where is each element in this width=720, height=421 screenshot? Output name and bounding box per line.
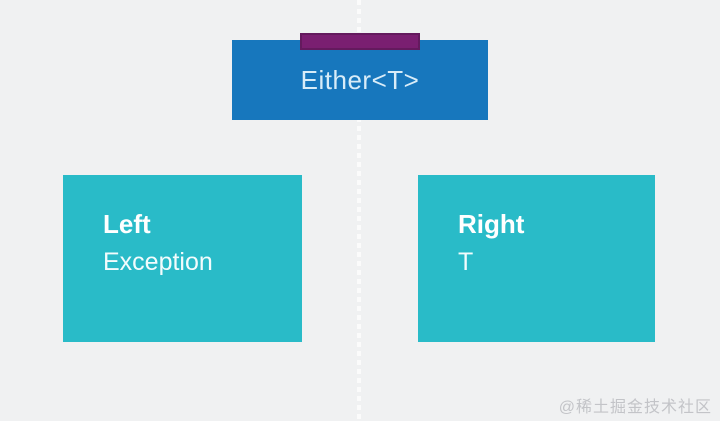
- node-left-subtitle: Exception: [103, 248, 213, 276]
- watermark: @稀土掘金技术社区: [558, 399, 712, 416]
- node-either: Either<T>: [232, 40, 488, 120]
- center-dotted-divider: [357, 0, 361, 421]
- node-left-title: Left: [103, 209, 151, 239]
- node-left: Left Exception: [63, 175, 302, 342]
- node-right-subtitle: T: [458, 248, 474, 276]
- node-right: Right T: [418, 175, 655, 342]
- node-either-label: Either<T>: [300, 64, 420, 95]
- node-right-title: Right: [458, 209, 525, 239]
- root-accent-bar: [300, 33, 420, 50]
